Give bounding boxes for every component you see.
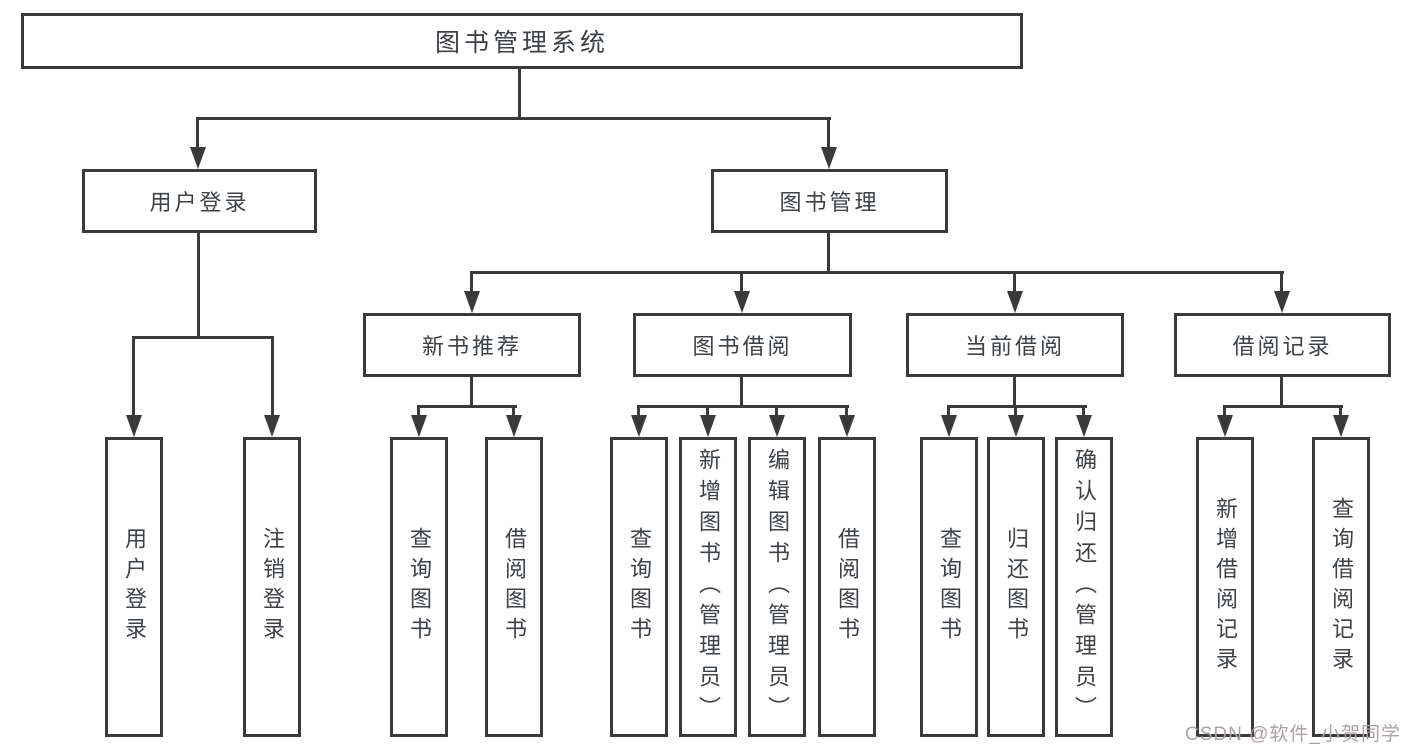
connector-new-book-stem xyxy=(470,377,473,407)
connector-borrow-records-stem xyxy=(1280,377,1283,407)
arrowhead-down-icon xyxy=(506,415,522,437)
connector-user-login-stem xyxy=(197,233,200,336)
arrowhead-down-icon xyxy=(1008,415,1024,437)
arrowhead-down-icon xyxy=(1217,415,1233,437)
arrowhead-down-icon xyxy=(264,415,280,437)
leaf-query-book-current: 查询图书 xyxy=(920,437,978,737)
arrowhead-down-icon xyxy=(941,415,957,437)
connector-drop-new-book-rec xyxy=(470,271,473,295)
connector-drop xyxy=(1082,405,1085,418)
leaf-user-login: 用户登录 xyxy=(105,437,163,737)
leaf-borrow-book: 借阅图书 xyxy=(818,437,876,737)
leaf-confirm-return-admin: 确认归还（管理员） xyxy=(1055,437,1113,737)
connector-book-borrow-rail xyxy=(637,405,849,408)
leaf-query-borrow-record: 查询借阅记录 xyxy=(1312,437,1370,737)
arrowhead-down-icon xyxy=(190,147,206,169)
connector-drop-leaf-user-login xyxy=(132,336,135,418)
connector-drop-book-borrow xyxy=(740,271,743,295)
leaf-borrow-book-recommend: 借阅图书 xyxy=(485,437,543,737)
connector-drop xyxy=(1339,405,1342,418)
connector-current-borrow-stem xyxy=(1013,377,1016,407)
connector-drop xyxy=(512,405,515,418)
connector-drop xyxy=(417,405,420,418)
node-new-book-recommend: 新书推荐 xyxy=(363,313,581,377)
leaf-add-book-admin: 新增图书（管理员） xyxy=(679,437,737,737)
arrowhead-down-icon xyxy=(464,291,480,313)
connector-drop xyxy=(1014,405,1017,418)
arrowhead-down-icon xyxy=(126,415,142,437)
arrowhead-down-icon xyxy=(1333,415,1349,437)
arrowhead-down-icon xyxy=(821,147,837,169)
connector-current-borrow-rail xyxy=(947,405,1087,408)
connector-drop xyxy=(845,405,848,418)
connector-drop xyxy=(947,405,950,418)
arrowhead-down-icon xyxy=(769,415,785,437)
connector-drop-current-borrow xyxy=(1013,271,1016,295)
arrowhead-down-icon xyxy=(1007,291,1023,313)
leaf-edit-book-admin: 编辑图书（管理员） xyxy=(748,437,806,737)
leaf-return-book: 归还图书 xyxy=(987,437,1045,737)
leaf-add-borrow-record: 新增借阅记录 xyxy=(1196,437,1254,737)
arrowhead-down-icon xyxy=(839,415,855,437)
node-book-borrow: 图书借阅 xyxy=(633,313,852,377)
leaf-query-book-recommend: 查询图书 xyxy=(390,437,448,737)
connector-root-rail xyxy=(196,117,831,120)
connector-drop-leaf-logout xyxy=(271,336,274,418)
connector-book-borrow-stem xyxy=(740,377,743,407)
arrowhead-down-icon xyxy=(631,415,647,437)
connector-book-mgmt-stem xyxy=(827,233,830,271)
arrowhead-down-icon xyxy=(411,415,427,437)
connector-book-mgmt-rail xyxy=(470,271,1284,274)
node-borrow-records: 借阅记录 xyxy=(1174,313,1391,377)
node-current-borrow: 当前借阅 xyxy=(906,313,1124,377)
connector-drop-user-login xyxy=(196,117,199,150)
node-user-login: 用户登录 xyxy=(82,169,317,233)
connector-drop xyxy=(706,405,709,418)
connector-new-book-rail xyxy=(417,405,517,408)
connector-borrow-records-rail xyxy=(1223,405,1343,408)
arrowhead-down-icon xyxy=(1274,291,1290,313)
arrowhead-down-icon xyxy=(734,291,750,313)
arrowhead-down-icon xyxy=(1076,415,1092,437)
connector-drop xyxy=(1223,405,1226,418)
leaf-query-book-borrow: 查询图书 xyxy=(610,437,668,737)
connector-user-login-rail xyxy=(132,336,274,339)
node-book-management: 图书管理 xyxy=(711,169,948,233)
connector-drop-borrow-records xyxy=(1280,271,1283,295)
connector-drop xyxy=(775,405,778,418)
arrowhead-down-icon xyxy=(700,415,716,437)
connector-root-stem xyxy=(518,69,521,117)
connector-drop xyxy=(637,405,640,418)
leaf-logout: 注销登录 xyxy=(243,437,301,737)
csdn-watermark: CSDN @软件_小贺同学 xyxy=(1185,724,1401,745)
node-root: 图书管理系统 xyxy=(21,13,1023,69)
connector-drop-book-mgmt xyxy=(827,117,830,150)
